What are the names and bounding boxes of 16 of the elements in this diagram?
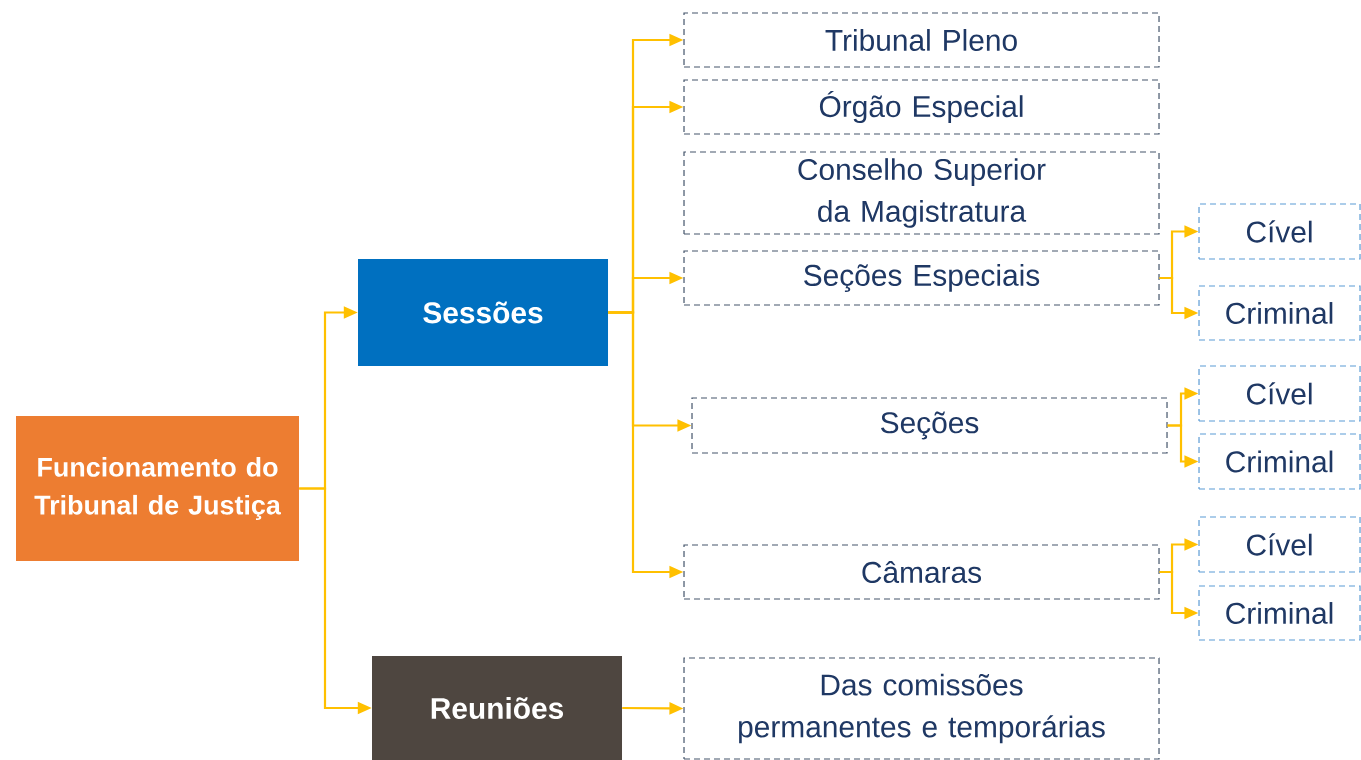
dashed-box: Seções	[691, 397, 1168, 454]
process-box: Reuniões	[372, 656, 622, 760]
dashed-box: Das comissões permanentes e temporárias	[683, 657, 1160, 760]
dashed-box: Criminal	[1198, 285, 1361, 341]
dashed-box: Câmaras	[683, 544, 1160, 600]
dashed-box: Conselho Superior da Magistratura	[683, 151, 1160, 235]
process-box: Sessões	[358, 259, 608, 366]
root-box: Funcionamento do Tribunal de Justiça	[16, 416, 299, 561]
dashed-box: Cível	[1198, 365, 1361, 422]
dashed-box: Cível	[1198, 516, 1361, 573]
dashed-box: Cível	[1198, 203, 1361, 260]
dashed-box: Criminal	[1198, 433, 1361, 490]
dashed-box: Criminal	[1198, 585, 1361, 641]
dashed-box: Tribunal Pleno	[683, 12, 1160, 68]
dashed-box: Seções Especiais	[683, 250, 1160, 306]
dashed-box: Órgão Especial	[683, 79, 1160, 135]
